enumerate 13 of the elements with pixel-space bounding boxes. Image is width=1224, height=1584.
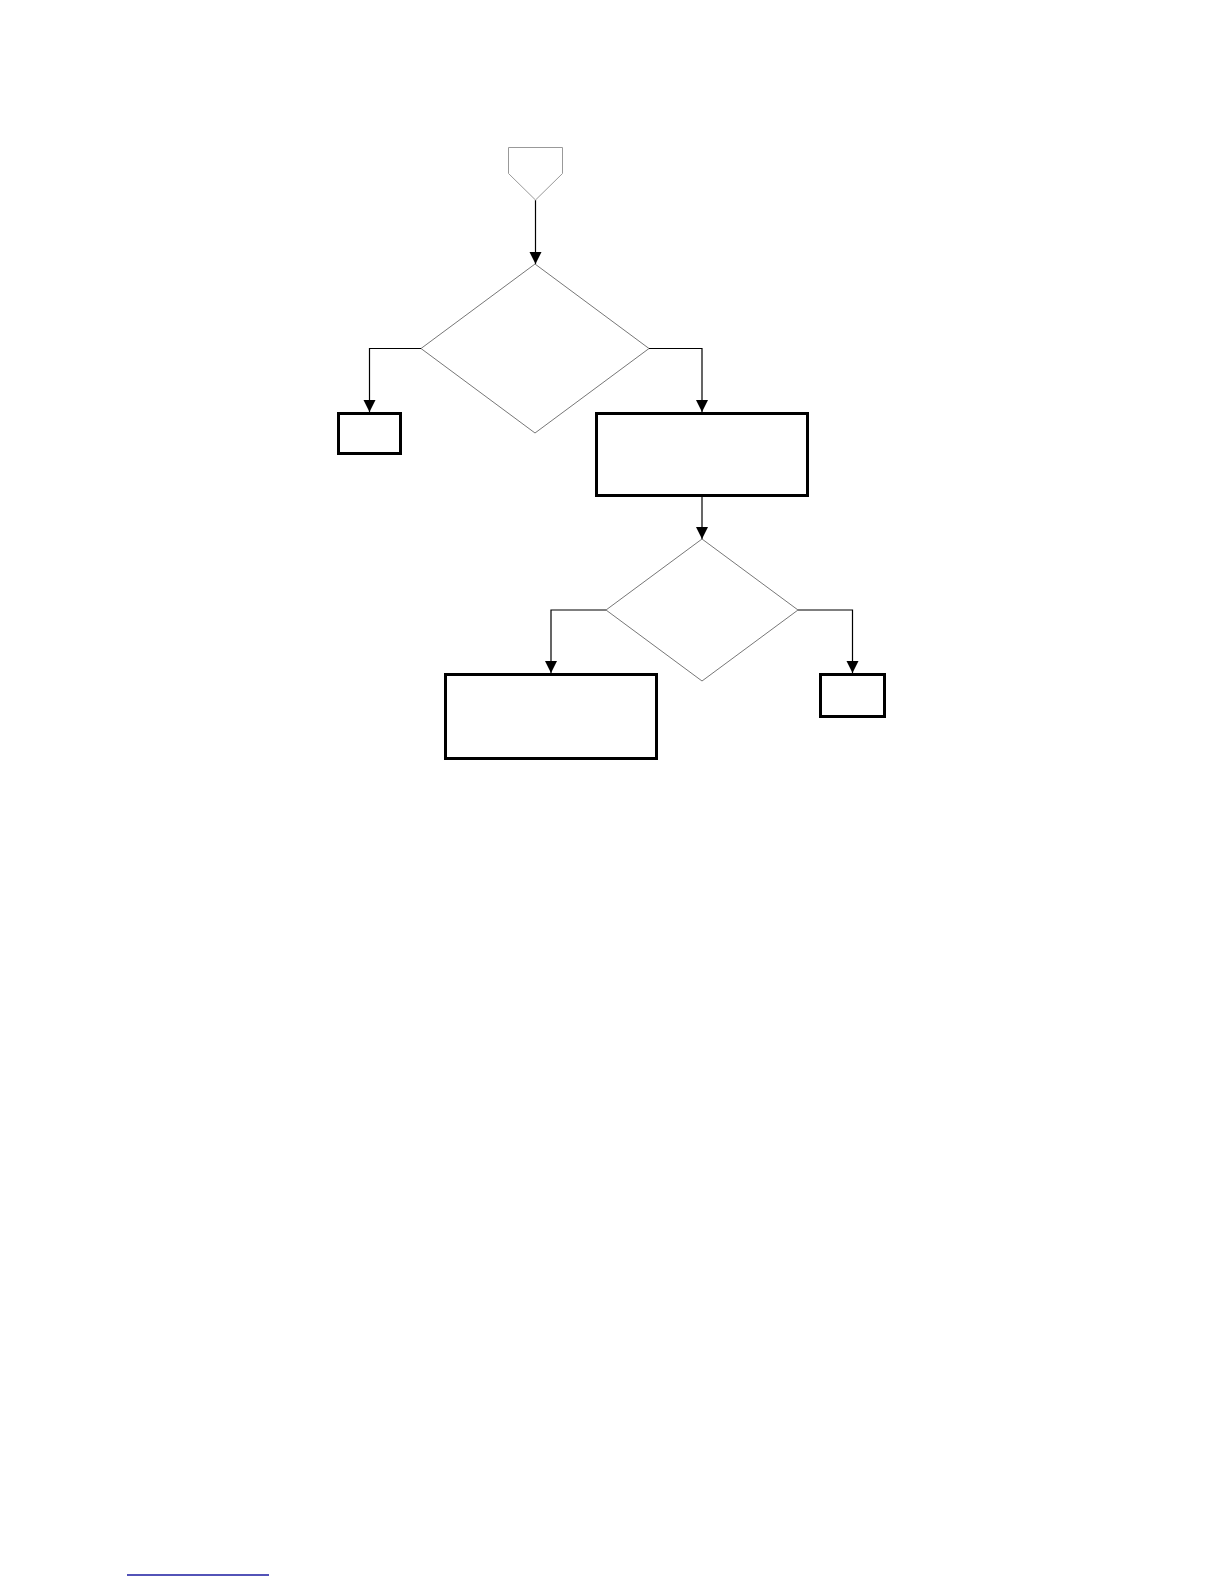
- arrow: [545, 609, 607, 674]
- arrow: [648, 347, 708, 413]
- process-box: [337, 412, 402, 455]
- off-page-connector: [508, 147, 563, 200]
- process-box: [595, 412, 809, 497]
- arrow: [529, 199, 542, 265]
- process-box: [819, 673, 886, 718]
- arrow: [696, 496, 708, 540]
- decision-diamond: [421, 264, 649, 433]
- arrow: [797, 609, 859, 674]
- process-box: [444, 673, 658, 760]
- arrow: [363, 347, 422, 413]
- decision-diamond: [606, 539, 798, 681]
